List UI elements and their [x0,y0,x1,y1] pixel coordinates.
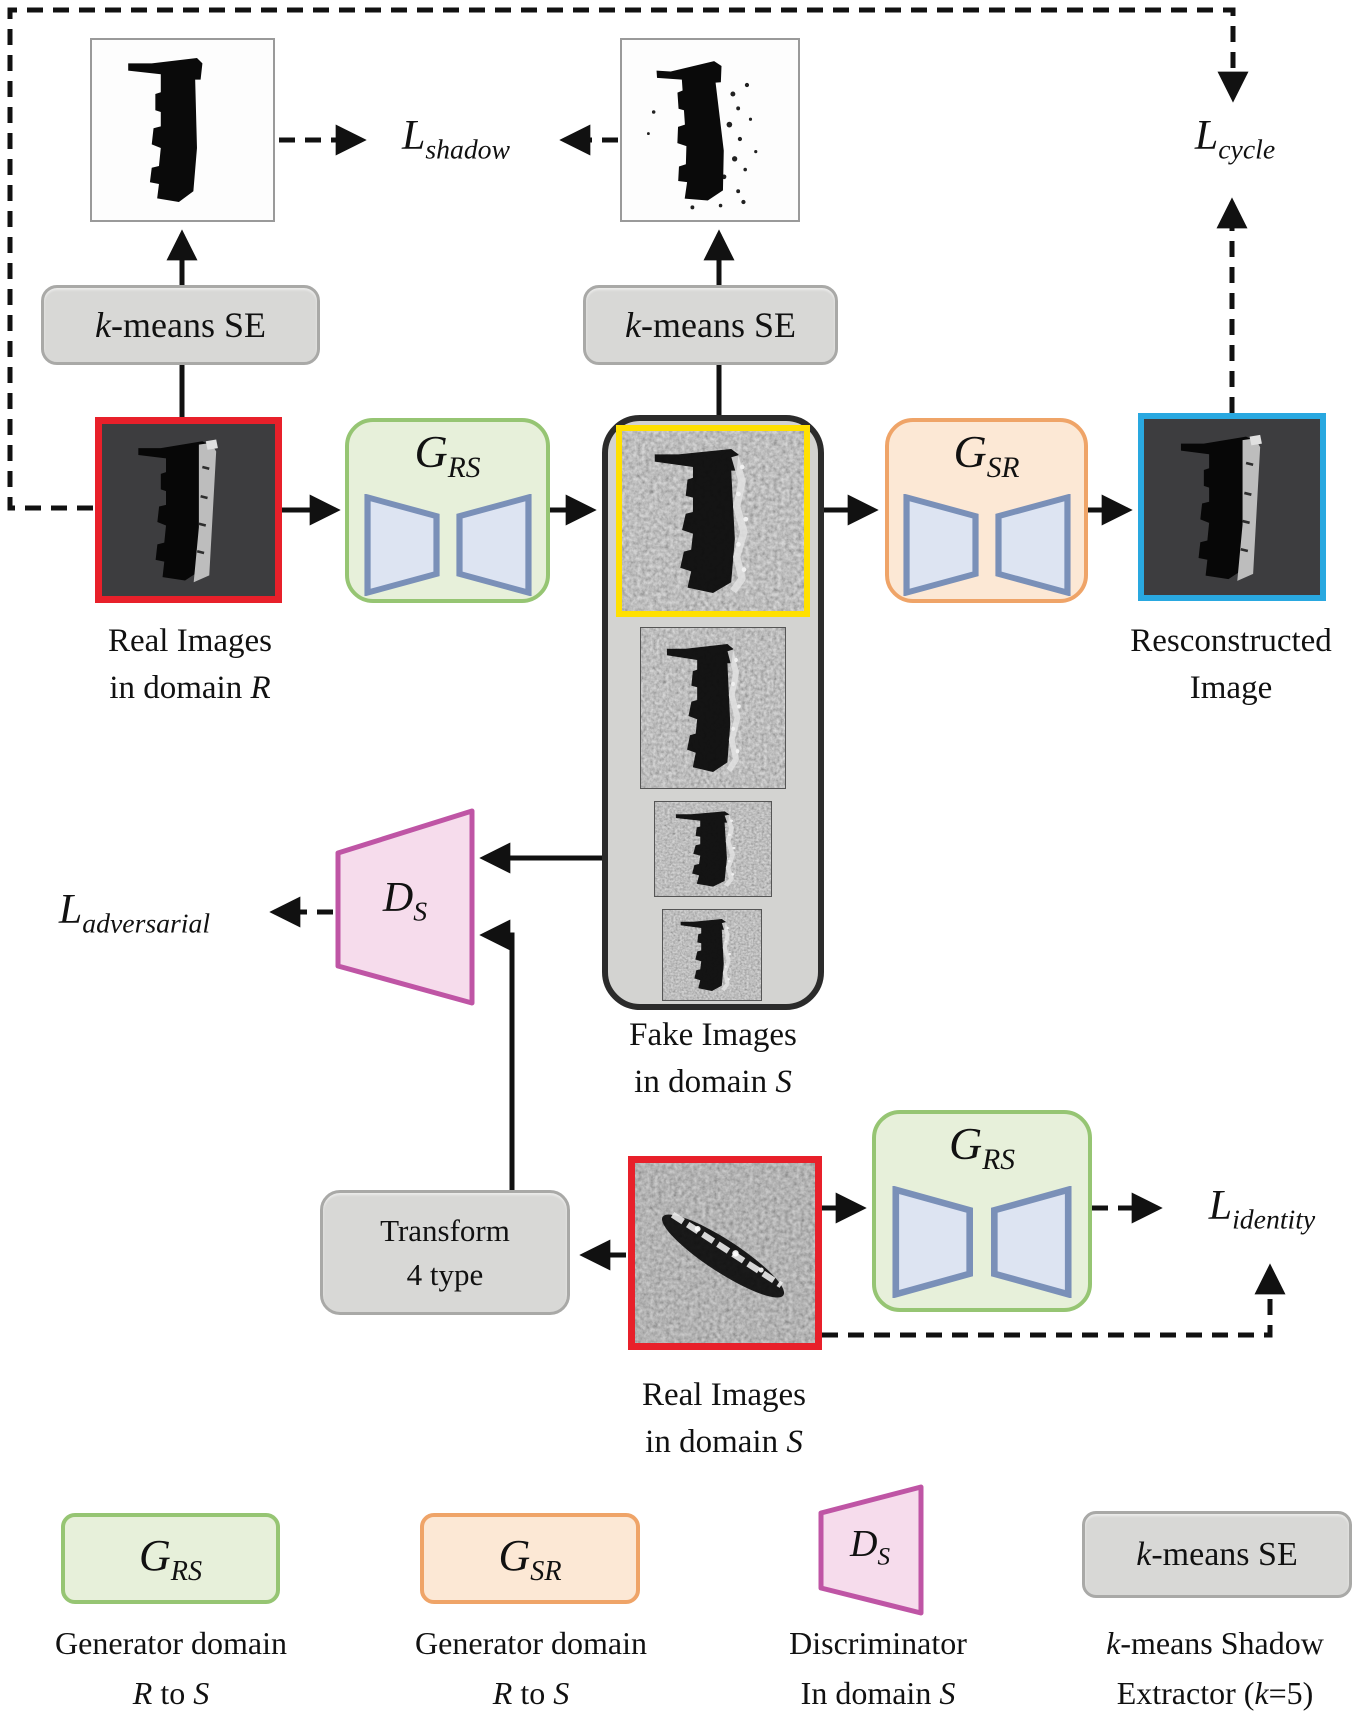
fake-image-4 [662,909,762,1001]
real-image-domain-r-picture [102,424,275,596]
real-image-domain-s [628,1156,822,1350]
legend-grs-caption: Generator domain R to S [55,1625,287,1711]
legend-kmeans-caption: k-means Shadow Extractor (k=5) [1106,1625,1324,1711]
shadow-mask-fake-image [622,40,798,220]
dashed-cycle-path [7,7,1249,511]
legend-gsr-label: GSR [498,1530,562,1587]
loss-cycle-label: Lcycle [1194,113,1276,165]
fake-image-1 [616,425,810,617]
fake-image-2-picture [641,628,785,788]
shadow-mask-real-image [92,40,273,220]
fake-image-3 [654,801,772,897]
dashed-realS-to-lidentity [822,1263,1286,1338]
kmeans-se-label: k-means SE [625,305,796,345]
reconstructed-image [1138,413,1326,601]
reconstructed-image-picture [1144,419,1320,595]
fake-images-caption: Fake Images in domain S [629,1017,797,1100]
legend-gsr-caption: Generator domain R to S [415,1625,647,1711]
generator-grs-identity-label: GRS [949,1118,1015,1177]
legend-ds-label: DS [850,1523,890,1571]
encoder-decoder-icon [364,494,532,596]
legend-kmeans-box: k-means SE [1082,1511,1352,1598]
kmeans-se-label: k-means SE [95,305,266,345]
shadow-mask-real [90,38,275,222]
loss-identity-label: Lidentity [1208,1183,1316,1235]
fake-image-2 [640,627,786,789]
loss-shadow-label: Lshadow [401,113,511,165]
shadow-mask-fake [620,38,800,222]
encoder-decoder-icon [903,494,1071,596]
kmeans-se-box-fake: k-means SE [583,285,838,365]
generator-gsr-label: GSR [953,426,1020,485]
kmeans-se-box-real: k-means SE [41,285,320,365]
fake-image-4-picture [663,910,761,1000]
real-images-s-caption: Real Images in domain S [641,1377,807,1460]
legend-grs-box: GRS [61,1513,280,1604]
arrow-transform-to-ds [479,919,515,1190]
legend-grs-label: GRS [138,1530,203,1587]
fake-image-1-picture [622,431,804,611]
generator-grs-identity-box: GRS [872,1110,1092,1312]
real-image-domain-r [95,417,282,603]
loss-adversarial-label: Ladversarial [58,887,211,939]
encoder-decoder-icon [892,1186,1072,1298]
legend-ds-caption: Discriminator In domain S [789,1625,967,1711]
reconstructed-caption: Resconstructed Image [1130,623,1332,706]
generator-grs-box: GRS [345,418,550,603]
transform-box: Transform 4 type [320,1190,570,1315]
discriminator-ds-label: DS [382,875,428,927]
real-image-domain-s-picture [635,1163,815,1343]
legend-gsr-box: GSR [420,1513,640,1604]
real-images-r-caption: Real Images in domain R [107,623,273,706]
fake-image-3-picture [655,802,771,896]
legend-ds-shape [818,1484,924,1616]
discriminator-ds-shape [335,808,475,1006]
legend-kmeans-label: k-means SE [1136,1535,1298,1573]
generator-grs-label: GRS [414,426,481,485]
generator-gsr-box: GSR [885,418,1088,603]
transform-label: Transform 4 type [380,1212,510,1292]
